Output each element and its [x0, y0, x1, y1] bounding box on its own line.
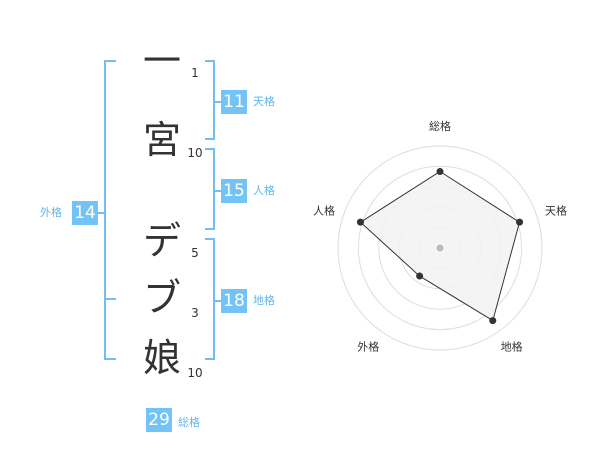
soukaku-badge: 29 — [146, 408, 172, 432]
radar-point — [416, 272, 424, 280]
stroke-count-4: 3 — [191, 306, 199, 320]
radar-axis-label: 総格 — [429, 119, 451, 133]
name-character-2: 宮 — [142, 118, 181, 162]
radar-ring — [357, 165, 523, 331]
name-character-5: 娘 — [142, 336, 181, 380]
radar-point — [356, 218, 364, 226]
name-character-1: 一 — [142, 39, 181, 83]
stroke-count-3: 5 — [191, 246, 199, 260]
stroke-count-1: 1 — [191, 66, 199, 80]
chikaku-label: 地格 — [253, 294, 275, 307]
gaikaku-badge: 14 — [72, 201, 98, 225]
radar-point — [436, 168, 444, 175]
jinkaku-badge: 15 — [221, 179, 247, 203]
stroke-count-5: 10 — [187, 366, 203, 380]
tenkaku-badge: 11 — [221, 90, 247, 114]
jinkaku-label: 人格 — [253, 184, 275, 197]
tenkaku-label: 天格 — [253, 95, 275, 108]
radar-ring — [337, 145, 543, 351]
radar-axis-label: 人格 — [313, 203, 335, 217]
radar-axis-label: 外格 — [357, 340, 379, 354]
name-character-3: デ — [142, 219, 181, 263]
soukaku-label: 総格 — [178, 416, 200, 429]
gaikaku-label: 外格 — [40, 206, 62, 219]
radar-point — [489, 317, 497, 325]
radar-axis-label: 天格 — [545, 203, 567, 217]
radar-point — [516, 218, 524, 226]
radar-axis-label: 地格 — [501, 340, 523, 354]
stroke-count-2: 10 — [187, 146, 203, 160]
name-character-4: ブ — [142, 276, 181, 320]
radar-center-dot — [436, 244, 444, 252]
chikaku-badge: 18 — [221, 289, 247, 313]
